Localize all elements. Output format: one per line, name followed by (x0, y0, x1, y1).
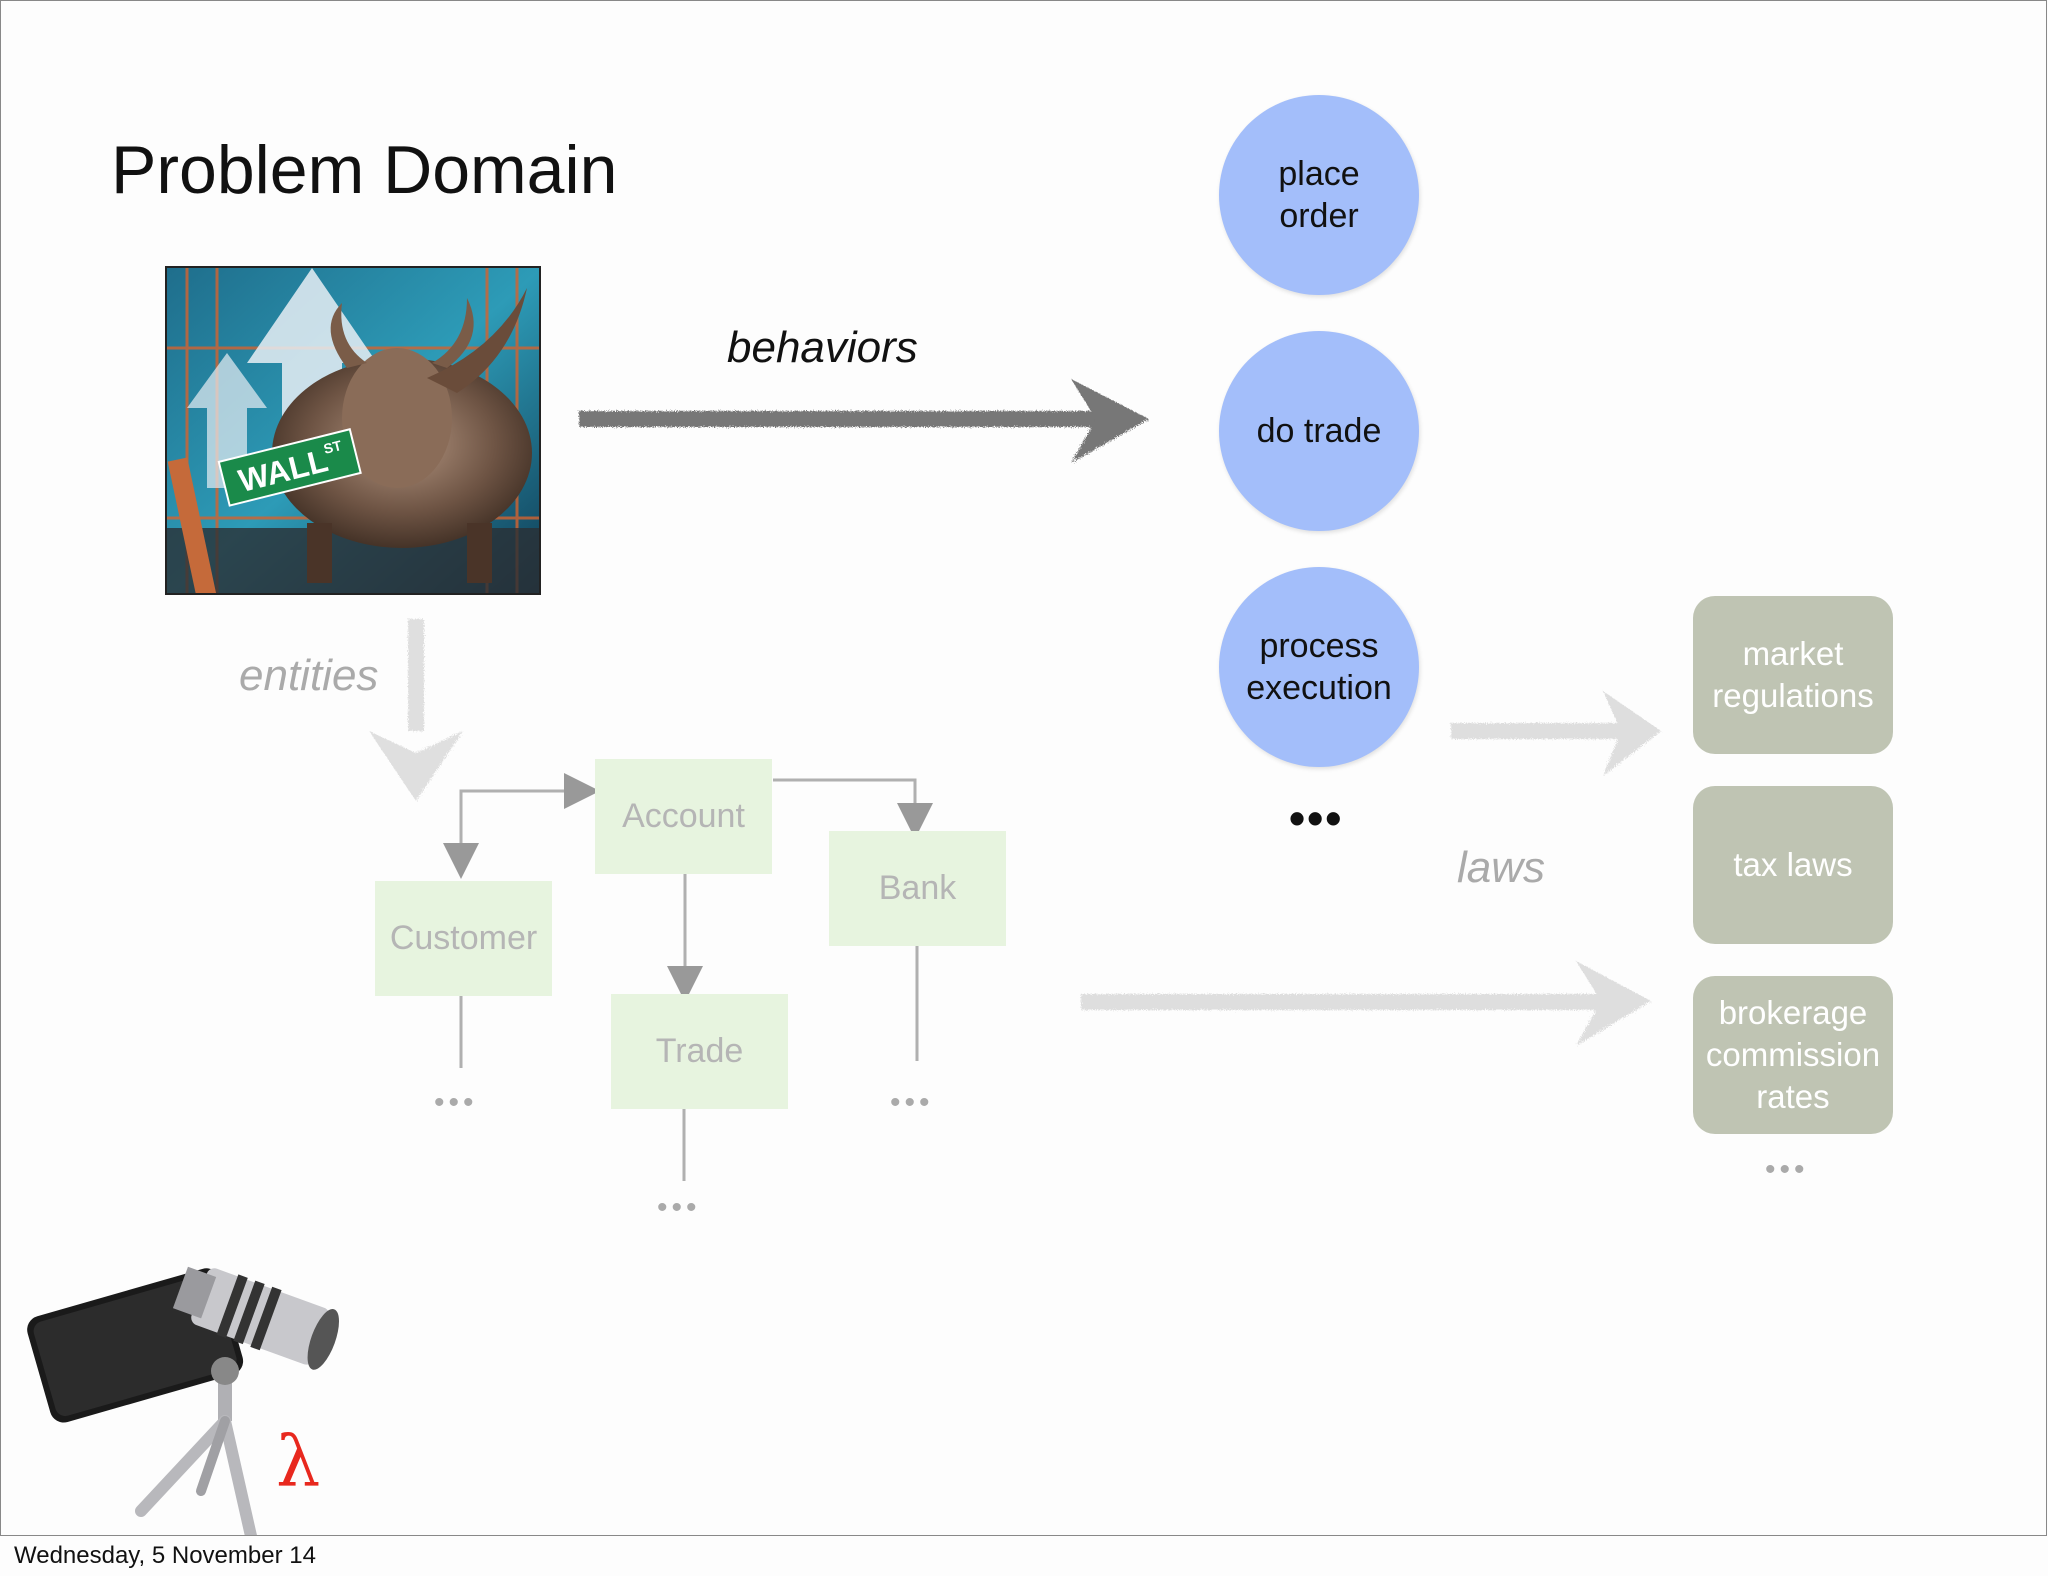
entity-account: Account (595, 759, 772, 874)
law-brokerage-commission-rates: brokerage commission rates (1693, 976, 1893, 1134)
behaviors-label: behaviors (727, 323, 918, 372)
bank-ellipsis: ••• (890, 1086, 934, 1119)
laws-arrow-upper (1451, 691, 1661, 776)
phone-telescope-image: λ (21, 1251, 341, 1535)
entities-arrow (369, 619, 463, 801)
behavior-do-trade: do trade (1219, 331, 1419, 531)
laws-arrow-lower (1081, 961, 1651, 1046)
footer-date: Wednesday, 5 November 14 (14, 1542, 316, 1569)
entity-bank: Bank (829, 831, 1006, 946)
street-sign-superscript: ST (322, 437, 344, 457)
entity-connectors (443, 773, 933, 1181)
law-market-regulations: market regulations (1693, 596, 1893, 754)
customer-ellipsis: ••• (434, 1086, 478, 1119)
trade-ellipsis: ••• (657, 1191, 701, 1224)
entity-customer: Customer (375, 881, 552, 996)
laws-ellipsis: ••• (1765, 1153, 1809, 1186)
law-tax-laws: tax laws (1693, 786, 1893, 944)
behaviors-ellipsis: ••• (1289, 792, 1344, 844)
entities-label: entities (239, 651, 379, 700)
behaviors-arrow (579, 379, 1149, 463)
slide-title: Problem Domain (111, 132, 618, 208)
slide: Problem Domain (0, 0, 2047, 1536)
arrows-layer (369, 379, 1661, 1181)
entity-trade: Trade (611, 994, 788, 1109)
behavior-process-execution: process execution (1219, 567, 1419, 767)
behavior-place-order: place order (1219, 95, 1419, 295)
laws-label: laws (1457, 843, 1546, 892)
wall-street-bull-image: WALL ST (165, 266, 541, 595)
lambda-symbol: λ (276, 1421, 320, 1503)
